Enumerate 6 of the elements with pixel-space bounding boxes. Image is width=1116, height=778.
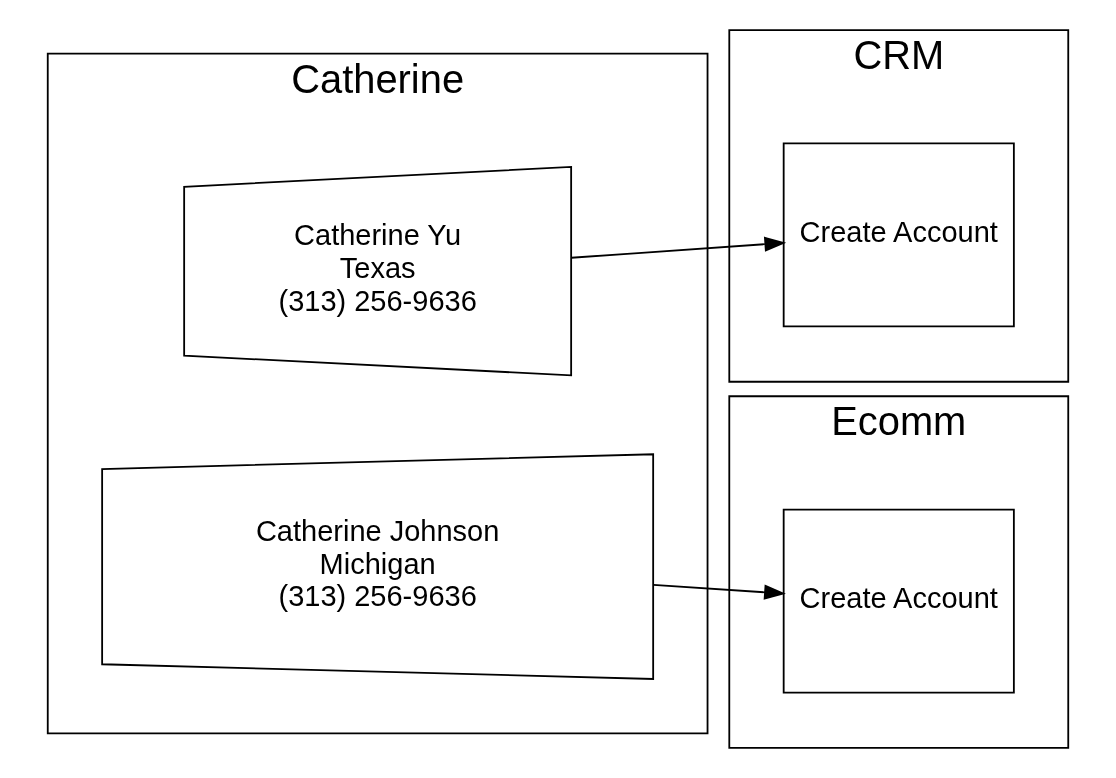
node-box: Catherine Johnson Michigan (313) 256-9636 (101, 453, 655, 680)
arrow (652, 583, 786, 600)
node-box: Catherine Yu Texas (313) 256-9636 (183, 166, 573, 377)
arrow (570, 236, 787, 259)
node-box: Create Account (782, 508, 1015, 694)
node-box: Create Account (782, 142, 1015, 328)
